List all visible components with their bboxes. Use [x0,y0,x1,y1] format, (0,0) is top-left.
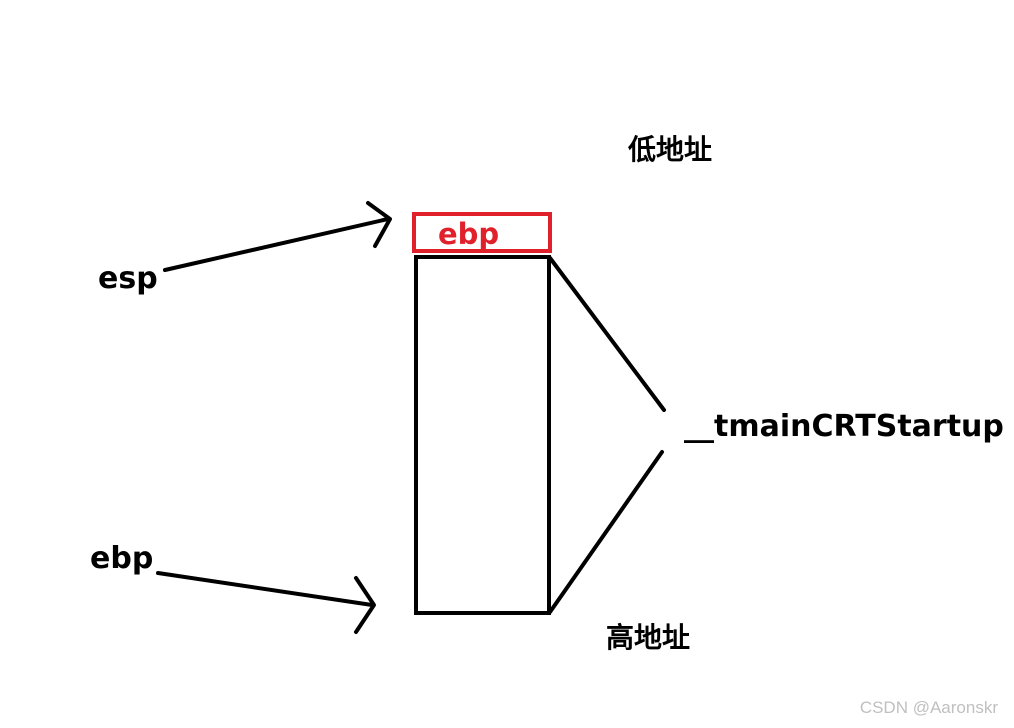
esp-arrow [163,201,392,272]
ebp-arrow [156,571,376,634]
watermark-text: CSDN @Aaronskr [859,698,998,717]
high-address-label: 高地址 [606,621,691,654]
frame-bracket-top-line [548,256,666,412]
frame-bracket-bottom-line [548,450,664,614]
stack-frame-box [414,255,551,615]
ebp-pointer-label: ebp [90,541,154,576]
low-address-label: 低地址 [628,133,713,166]
saved-ebp-label: ebp [438,217,500,251]
saved-ebp-slot [412,212,552,253]
function-name-label: __tmainCRTStartup [684,409,1004,444]
esp-label: esp [98,261,158,296]
